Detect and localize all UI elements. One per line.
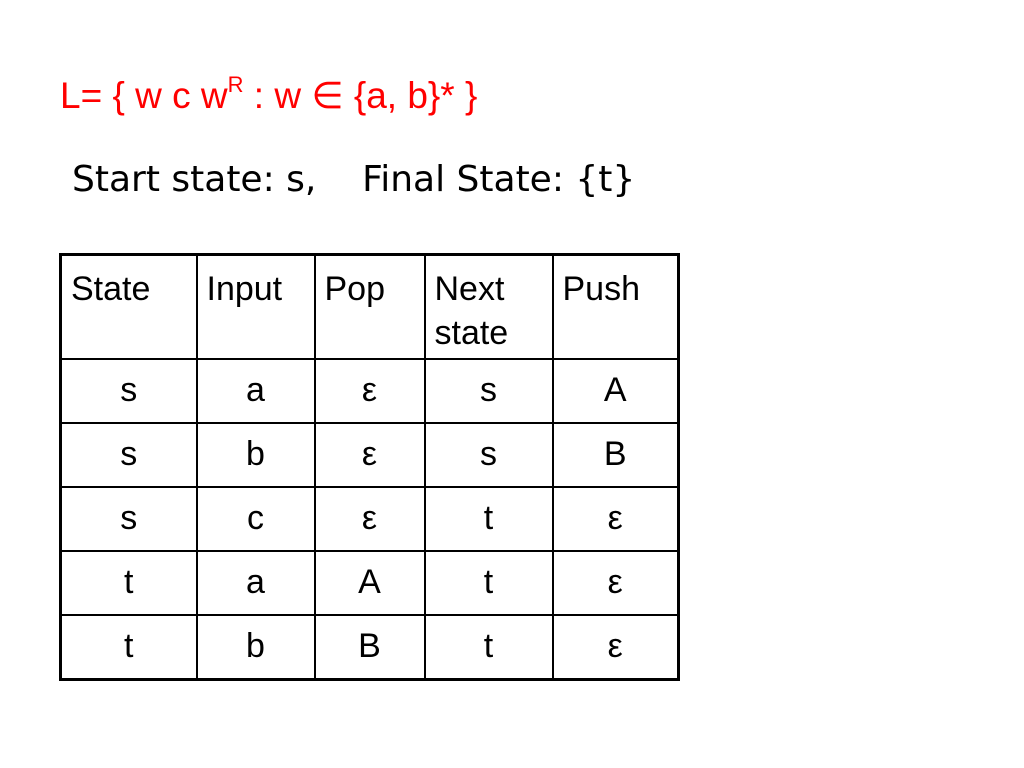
table-row: s a ε s A (59, 357, 680, 424)
table-cell: a (195, 357, 316, 424)
table-cell: a (195, 549, 316, 616)
table-cell: A (313, 549, 426, 616)
table-row: t b B t ε (59, 613, 680, 680)
start-final-states: Start state: s, Final State: {t} (72, 159, 636, 200)
column-header: Push (551, 253, 680, 360)
column-header: Next state (423, 253, 554, 360)
table-cell: ε (551, 485, 680, 552)
table-cell: s (59, 357, 198, 424)
table-cell: s (59, 421, 198, 488)
transition-table: State Input Pop Next state Push s a ε s … (59, 253, 680, 681)
table-cell: ε (313, 421, 426, 488)
table-cell: ε (551, 613, 680, 680)
table-cell: s (423, 357, 554, 424)
language-definition: L= { w c wR : w ∈ {a, b}* } (60, 72, 477, 120)
table-cell: A (551, 357, 680, 424)
table-cell: ε (313, 485, 426, 552)
table-cell: ε (551, 549, 680, 616)
language-suffix: {a, b}* } (343, 75, 478, 116)
table-cell: b (195, 613, 316, 680)
reverse-superscript: R (227, 71, 244, 97)
column-header: Pop (313, 253, 426, 360)
language-middle: : w (243, 75, 312, 116)
table-cell: B (313, 613, 426, 680)
table-cell: s (423, 421, 554, 488)
table-row: s b ε s B (59, 421, 680, 488)
table-cell: t (59, 613, 198, 680)
table-cell: c (195, 485, 316, 552)
column-header: Input (195, 253, 316, 360)
table-cell: s (59, 485, 198, 552)
table-cell: ε (313, 357, 426, 424)
language-prefix: L= { w c w (60, 75, 228, 116)
table-cell: t (423, 613, 554, 680)
table-cell: B (551, 421, 680, 488)
element-of-symbol: ∈ (311, 75, 344, 116)
table-cell: t (59, 549, 198, 616)
column-header: State (59, 253, 198, 360)
table-row: t a A t ε (59, 549, 680, 616)
table-row: s c ε t ε (59, 485, 680, 552)
table-cell: b (195, 421, 316, 488)
table-cell: t (423, 485, 554, 552)
table-cell: t (423, 549, 554, 616)
table-header-row: State Input Pop Next state Push (59, 253, 680, 360)
